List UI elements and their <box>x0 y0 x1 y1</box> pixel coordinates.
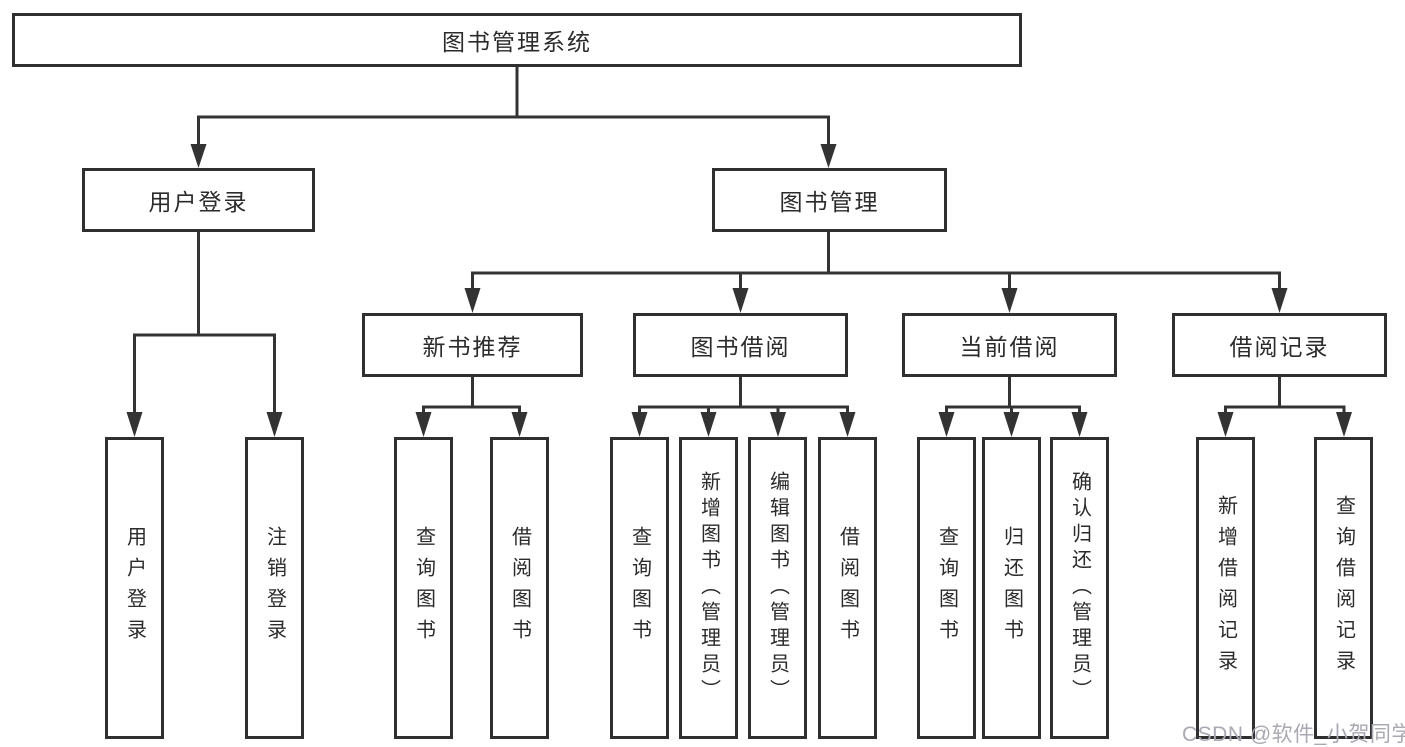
node-new-book-recommendation: 新书推荐 <box>362 313 583 377</box>
leaf-add-books-admin: 新增图书（管理员） <box>679 437 738 739</box>
node-borrowing-records: 借阅记录 <box>1172 313 1387 377</box>
arrow-down-icon <box>126 412 143 437</box>
arrow-down-icon <box>938 412 955 437</box>
arrow-down-icon <box>415 412 432 437</box>
arrow-down-icon <box>631 412 648 437</box>
leaf-user-login: 用户登录 <box>105 437 164 739</box>
arrow-down-icon <box>820 144 837 168</box>
csdn-watermark: CSDN @软件_小贺同学 <box>1182 723 1405 746</box>
connector-root-to-level2 <box>190 67 837 168</box>
arrow-down-icon <box>1217 412 1234 437</box>
arrow-down-icon <box>511 412 528 437</box>
connector-book-borrowing-children <box>631 377 856 437</box>
node-user-login: 用户登录 <box>82 168 315 232</box>
node-current-borrowing: 当前借阅 <box>902 313 1117 377</box>
node-library-system: 图书管理系统 <box>12 13 1022 67</box>
leaf-logout-login: 注销登录 <box>245 437 304 739</box>
connector-book-management-children <box>464 232 1288 313</box>
arrow-down-icon <box>190 144 207 168</box>
arrow-down-icon <box>1001 288 1018 313</box>
connector-borrowing-records-children <box>1217 377 1352 437</box>
leaf-return-books: 归还图书 <box>982 437 1041 739</box>
leaf-query-books-borrowing: 查询图书 <box>610 437 669 739</box>
node-book-borrowing: 图书借阅 <box>633 313 848 377</box>
arrow-down-icon <box>700 412 717 437</box>
connector-current-borrowing-children <box>938 377 1088 437</box>
connector-user-login-children <box>126 232 283 437</box>
arrow-down-icon <box>1071 412 1088 437</box>
leaf-query-borrow-record: 查询借阅记录 <box>1314 437 1373 739</box>
leaf-add-borrow-record: 新增借阅记录 <box>1196 437 1255 739</box>
arrow-down-icon <box>770 412 786 437</box>
arrow-down-icon <box>1336 412 1352 437</box>
arrow-down-icon <box>839 412 856 437</box>
leaf-query-books-recommend: 查询图书 <box>394 437 453 739</box>
leaf-edit-books-admin: 编辑图书（管理员） <box>748 437 807 739</box>
leaf-borrow-books-borrowing: 借阅图书 <box>818 437 877 739</box>
node-book-management: 图书管理 <box>712 168 947 232</box>
arrow-down-icon <box>464 288 481 313</box>
arrow-down-icon <box>1003 412 1020 437</box>
leaf-confirm-return-admin: 确认归还（管理员） <box>1050 437 1109 739</box>
leaf-borrow-books-recommend: 借阅图书 <box>490 437 549 739</box>
arrow-down-icon <box>732 288 749 313</box>
arrow-down-icon <box>266 412 283 437</box>
arrow-down-icon <box>1271 288 1288 313</box>
leaf-query-books-current: 查询图书 <box>917 437 976 739</box>
connector-new-book-recommendation-children <box>415 377 528 437</box>
